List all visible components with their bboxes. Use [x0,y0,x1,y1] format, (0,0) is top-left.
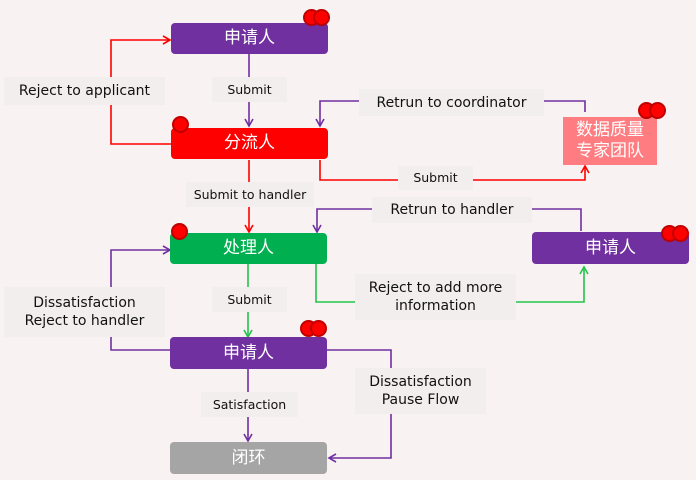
node-expert-team-line1: 数据质量 [576,120,644,140]
node-applicant-top-label: 申请人 [224,28,275,48]
edge-label-text: Retrun to handler [390,202,514,218]
edge-label-satisfaction: Satisfaction [201,392,298,417]
edge-label-text: Submit [227,81,272,97]
node-closed-loop[interactable]: 闭环 [170,442,327,474]
edge-label-text: Submit to handler [193,186,307,202]
edge-label-submit-1: Submit [212,77,287,102]
edge-label-submit-2: Submit [212,287,287,312]
node-applicant-right-label: 申请人 [585,237,636,258]
edge-label-text: Submit [413,170,458,185]
node-handler[interactable]: 处理人 [170,233,327,264]
edge-label-text: Satisfaction [212,396,287,412]
edge-label-text: Submit [227,291,272,307]
edge-label-dissatisfaction-reject: Dissatisfaction Reject to handler [4,287,165,337]
node-expert-team[interactable]: 数据质量 专家团队 [563,117,657,165]
node-closed-loop-label: 闭环 [231,447,266,468]
edge-label-text: Pause Flow [381,392,460,408]
badge-icon [313,9,330,26]
edge-label-text: Dissatisfaction [33,295,136,311]
edge-label-reject-to-applicant: Reject to applicant [4,77,165,105]
edge-label-return-to-handler: Retrun to handler [372,197,532,223]
node-applicant-top[interactable]: 申请人 [171,23,328,54]
edge-label-text: Dissatisfaction [369,374,472,390]
node-coordinator-label: 分流人 [224,133,275,153]
edge-label-dissatisfaction-pause: Dissatisfaction Pause Flow [355,368,486,414]
edge-label-text: Reject to add more [368,280,503,296]
node-applicant-bottom-label: 申请人 [223,342,274,363]
edge-label-reject-more-info: Reject to add more information [355,274,516,320]
edge-label-return-to-coordinator: Retrun to coordinator [359,89,544,116]
edge-label-submit-to-expert: Submit [398,166,473,190]
badge-icon [171,223,188,240]
edge-label-text: Reject to applicant [18,83,151,99]
node-handler-label: 处理人 [223,238,274,258]
edge-label-text: Retrun to coordinator [376,94,527,111]
node-applicant-right[interactable]: 申请人 [532,232,689,264]
badge-icon [672,225,689,242]
node-expert-team-line2: 专家团队 [576,141,644,161]
badge-icon [649,102,666,119]
badge-icon [310,320,327,337]
node-applicant-bottom[interactable]: 申请人 [170,337,327,369]
node-coordinator[interactable]: 分流人 [171,128,328,159]
edge-label-text: information [395,298,476,314]
edge-label-submit-to-handler: Submit to handler [186,182,314,207]
edge-label-text: Reject to handler [24,313,145,329]
badge-icon [172,116,189,133]
